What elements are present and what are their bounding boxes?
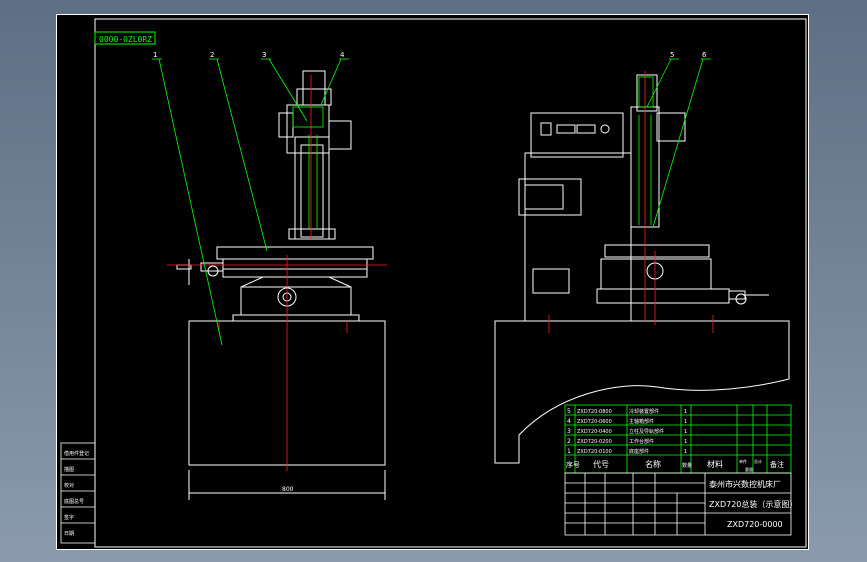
- code-box-text: 0000-0ZL0RZ: [99, 35, 152, 44]
- callout-5: 5: [670, 51, 674, 59]
- bom-qty-3: 1: [684, 439, 687, 445]
- bom-name-3: 工作台部件: [629, 438, 654, 445]
- bom-name-4: 底座部件: [629, 448, 649, 455]
- bom-header-qty: 数量: [682, 462, 692, 469]
- drawing-sheet: 0000-0ZL0RZ 借用件登记 描图 校对 底图总号 签字 日期: [56, 14, 809, 550]
- bom-header-name: 名称: [645, 459, 661, 469]
- bom-no-4: 1: [567, 448, 571, 455]
- side-label-2: 校对: [64, 482, 74, 489]
- callout-3: 3: [262, 51, 266, 59]
- side-label-0: 借用件登记: [64, 450, 89, 457]
- bom-code-1: ZXD720-0600: [577, 419, 612, 425]
- bom-header-remark: 备注: [770, 460, 784, 469]
- front-green-details: [292, 106, 324, 229]
- callout-2: 2: [210, 51, 214, 59]
- bom-qty-1: 1: [684, 419, 687, 425]
- side-label-5: 日期: [64, 531, 74, 537]
- bom-header-no: 序号: [566, 460, 580, 469]
- bom-code-3: ZXD720-0200: [577, 439, 612, 445]
- bom-no-1: 4: [567, 418, 571, 425]
- bom-header-total: 总计: [754, 458, 762, 464]
- bom-name-2: 立柱及导轨部件: [629, 428, 664, 435]
- front-centerlines: [167, 75, 387, 471]
- callout-6: 6: [702, 51, 707, 59]
- title-block-grid: [564, 472, 792, 536]
- callout-4: 4: [340, 51, 345, 59]
- bom-name-0: 冷却装置部件: [629, 408, 659, 415]
- side-centerlines: [548, 71, 714, 333]
- company-name: 泰州市兴数控机床厂: [709, 479, 781, 489]
- bom-header-single: 单件: [739, 458, 747, 464]
- side-label-3: 底图总号: [64, 498, 84, 505]
- callout-1: 1: [153, 51, 157, 59]
- bom-code-4: ZXD720-0100: [577, 449, 612, 455]
- bom-no-2: 3: [567, 428, 571, 435]
- code-box: [94, 31, 156, 45]
- side-view: [494, 74, 790, 464]
- bom-code-0: ZXD720-0800: [577, 409, 612, 415]
- bom-code-2: ZXD720-0400: [577, 429, 612, 435]
- bom-header-code: 代号: [593, 459, 609, 469]
- bom-header-material: 材料: [707, 459, 723, 469]
- side-block: [60, 442, 96, 544]
- drawing-title: ZXD720总装（示意图）: [709, 499, 797, 509]
- bom-qty-0: 1: [684, 409, 687, 415]
- drawing-number: ZXD720-0000: [727, 520, 783, 529]
- bom-qty-2: 1: [684, 429, 687, 435]
- bom-grid: [564, 404, 792, 474]
- side-green-details: [638, 76, 654, 225]
- inner-border: [94, 18, 807, 548]
- callout-leaders: [152, 58, 711, 346]
- front-view: [176, 70, 386, 500]
- bom-header-weight: 重量: [745, 466, 753, 472]
- bom-no-3: 2: [567, 438, 571, 445]
- drawing-canvas: 0000-0ZL0RZ 借用件登记 描图 校对 底图总号 签字 日期: [60, 18, 807, 548]
- side-label-1: 描图: [64, 466, 74, 473]
- bom-no-0: 5: [567, 408, 571, 415]
- bom-qty-4: 1: [684, 449, 687, 455]
- bom-name-1: 主轴箱部件: [629, 418, 654, 425]
- side-label-4: 签字: [64, 514, 74, 521]
- base-dimension: 800: [282, 486, 294, 493]
